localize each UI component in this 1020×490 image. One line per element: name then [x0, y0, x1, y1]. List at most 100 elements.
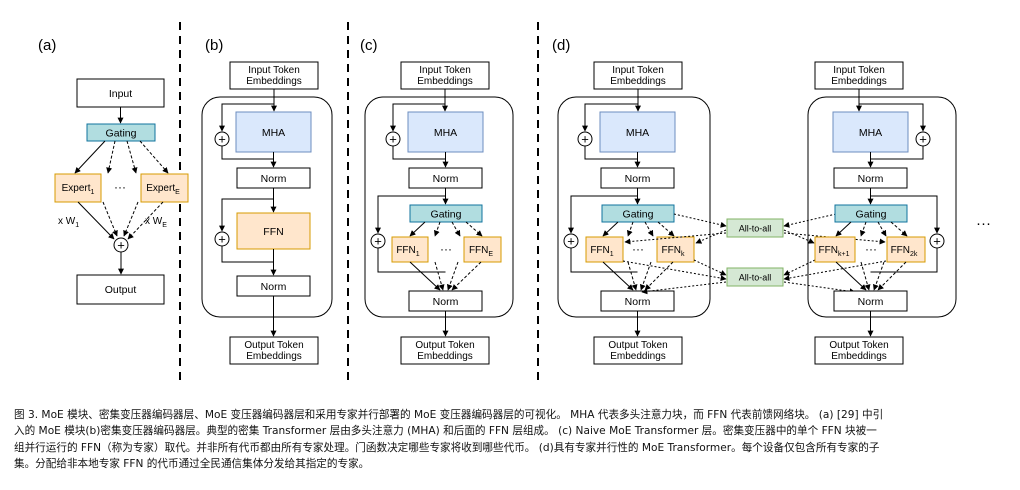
- trailing-ellipsis: ···: [976, 215, 991, 232]
- gating-label: Gating: [623, 209, 654, 221]
- sum-symbol: +: [117, 238, 125, 253]
- expert-first-label: Expert1: [62, 183, 95, 196]
- expert-last-box: [140, 173, 189, 203]
- ffn-first-box: [814, 236, 856, 263]
- gating-label: Gating: [856, 209, 887, 221]
- residual-add-symbol: +: [581, 132, 589, 147]
- input-embeddings-box: [814, 61, 904, 90]
- norm-label: Norm: [625, 296, 651, 308]
- ffn-first-box: [391, 236, 429, 263]
- norm-label: Norm: [858, 296, 884, 308]
- all-to-all-links: [622, 213, 887, 295]
- ffn-first-label: FFN1: [590, 245, 613, 258]
- ffn-ellipsis: ···: [865, 242, 877, 256]
- norm-label: Norm: [261, 281, 287, 293]
- gating-box: [409, 204, 483, 223]
- norm-label: Norm: [433, 296, 459, 308]
- gating-label: Gating: [431, 209, 462, 221]
- input-label: Input: [109, 88, 132, 100]
- expert-last-label: ExpertE: [146, 183, 180, 196]
- ffn-first-label: FFNk+1: [819, 245, 850, 258]
- ffn-last-box: [656, 236, 695, 263]
- norm-label: Norm: [433, 173, 459, 185]
- encoder-layer-container: [807, 96, 957, 318]
- ffn-ellipsis: ···: [632, 242, 644, 256]
- all-to-all-bottom-label: All-to-all: [739, 273, 772, 283]
- gating-label: Gating: [106, 128, 137, 140]
- ffn-box: [236, 212, 311, 250]
- panel-c-label: (c): [360, 37, 378, 54]
- ffn-last-box: [463, 236, 502, 263]
- output-embeddings-box: [593, 336, 683, 365]
- input-box: [76, 78, 165, 108]
- residual-add-symbol: +: [919, 132, 927, 147]
- all-to-all-top-box: [726, 218, 784, 238]
- norm-label: Norm: [625, 173, 651, 185]
- residual-add-symbol: +: [933, 234, 941, 249]
- caption-line: 入的 MoE 模块(b)密集变压器编码器层。典型的密集 Transformer …: [14, 425, 877, 438]
- residual-add-symbol: +: [389, 132, 397, 147]
- output-embeddings-box: [814, 336, 904, 365]
- mha-box: [407, 111, 484, 153]
- norm-label: Norm: [261, 173, 287, 185]
- caption-line: 集。分配给非本地专家 FFN 的代币通过全民通信集体分发给其指定的专家。: [14, 458, 370, 471]
- input-embeddings-box: [593, 61, 683, 90]
- encoder-layer-container: [557, 96, 711, 318]
- mha-label: MHA: [262, 127, 285, 139]
- output-box: [76, 274, 165, 305]
- mha-label: MHA: [434, 127, 457, 139]
- residual-add-symbol: +: [567, 234, 575, 249]
- mha-box: [235, 111, 312, 153]
- gating-box: [601, 204, 675, 223]
- weight-right-label: x WE: [145, 216, 167, 229]
- residual-add-symbol: +: [374, 234, 382, 249]
- panel-a-label: (a): [38, 37, 56, 54]
- gating-box: [86, 123, 156, 142]
- ffn-ellipsis: ···: [440, 242, 452, 256]
- all-to-all-bottom-box: [726, 267, 784, 287]
- figure-caption: 图 3. MoE 模块、密集变压器编码器层、MoE 变压器编码器层和采用专家并行…: [14, 407, 1010, 473]
- ffn-label: FFN: [263, 226, 283, 238]
- residual-add-symbol: +: [218, 132, 226, 147]
- norm-label: Norm: [858, 173, 884, 185]
- output-embeddings-box: [229, 336, 319, 365]
- caption-line: 组并行运行的 FFN（称为专家）取代。并非所有代币都由所有专家处理。门函数决定哪…: [14, 441, 880, 454]
- panel-d-label: (d): [552, 37, 570, 54]
- figure: (a) Input Gating Expert1 ··· ExpertE x W…: [38, 22, 991, 382]
- residual-add-symbol: +: [218, 232, 226, 247]
- expert-ellipsis: ···: [114, 180, 126, 194]
- ffn-first-label: FFN1: [396, 245, 419, 258]
- panel-b-label: (b): [205, 37, 223, 54]
- encoder-layer-container: [364, 96, 514, 318]
- weight-left-label: x W1: [58, 216, 79, 229]
- ffn-last-label: FFNk: [662, 245, 685, 258]
- gating-box: [834, 204, 908, 223]
- output-label: Output: [105, 284, 137, 296]
- ffn-last-box: [886, 236, 926, 263]
- encoder-layer-container: [201, 96, 333, 318]
- output-embeddings-box: [400, 336, 490, 365]
- ffn-last-label: FFN2k: [891, 245, 918, 258]
- ffn-first-box: [585, 236, 624, 263]
- expert-first-box: [54, 173, 102, 203]
- input-embeddings-box: [400, 61, 490, 90]
- caption-line: 图 3. MoE 模块、密集变压器编码器层、MoE 变压器编码器层和采用专家并行…: [14, 409, 884, 421]
- mha-label: MHA: [626, 127, 649, 139]
- all-to-all-top-label: All-to-all: [739, 224, 772, 234]
- ffn-last-label: FFNE: [469, 245, 493, 258]
- panel-a: (a) Input Gating Expert1 ··· ExpertE x W…: [38, 37, 189, 305]
- mha-label: MHA: [859, 127, 882, 139]
